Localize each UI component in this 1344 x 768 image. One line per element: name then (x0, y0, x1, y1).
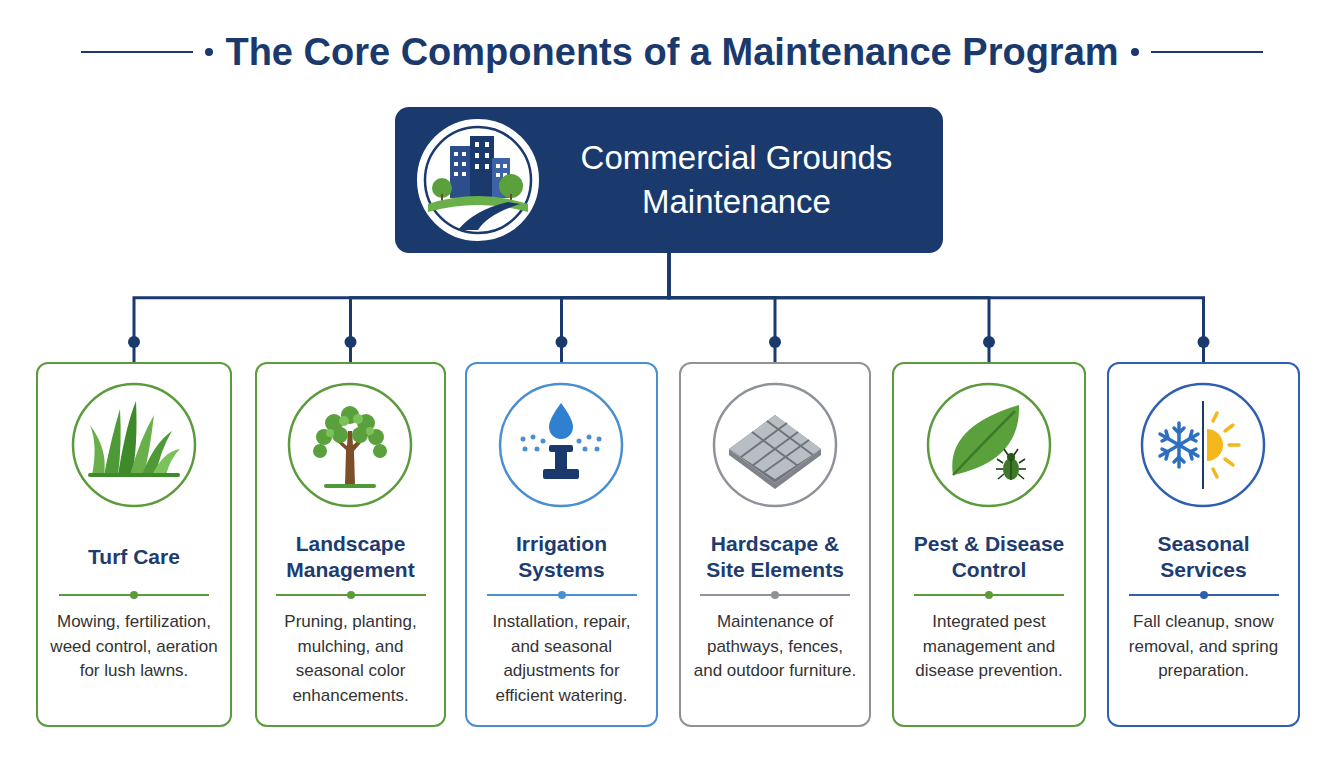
card-divider (59, 594, 209, 596)
connector-line (669, 253, 989, 362)
root-box: Commercial Grounds Maintenance (395, 107, 943, 253)
card-description: Integrated pest management and disease p… (904, 610, 1074, 684)
leaf-beetle-icon (928, 384, 1050, 506)
heading-area: Turf Care (48, 524, 220, 590)
card-description: Installation, repair, and seasonal adjus… (477, 610, 646, 709)
tree-connector (669, 253, 1210, 362)
divider-dot (347, 591, 355, 599)
connector-line (669, 253, 775, 362)
sprinkler-icon (500, 384, 622, 506)
heading-area: Hardscape & Site Elements (691, 524, 859, 590)
card-divider (914, 594, 1064, 596)
card-description: Pruning, planting, mulching, and seasona… (267, 610, 434, 709)
connector-line (351, 253, 670, 362)
divider-dot (130, 591, 138, 599)
component-card: Turf CareMowing, fertilization, weed con… (36, 362, 232, 727)
title-rule (81, 51, 193, 53)
component-card: Irrigation SystemsInstallation, repair, … (465, 362, 658, 727)
card-divider (276, 594, 426, 596)
divider-dot (771, 591, 779, 599)
snow-sun-icon (1142, 384, 1264, 506)
connector-dot (345, 336, 357, 348)
card-heading: Landscape Management (267, 531, 434, 582)
card-description: Mowing, fertilization, weed control, aer… (48, 610, 220, 684)
tree-icon (289, 384, 411, 506)
card-heading: Pest & Disease Control (904, 531, 1074, 582)
connector-dot (128, 336, 140, 348)
card-description: Maintenance of pathways, fences, and out… (691, 610, 859, 684)
card-heading: Seasonal Services (1119, 531, 1288, 582)
card-divider (1129, 594, 1279, 596)
pavers-icon (714, 384, 836, 506)
card-heading: Turf Care (88, 544, 180, 570)
title-dot (1131, 48, 1139, 56)
connector-dot (769, 336, 781, 348)
component-card: Landscape ManagementPruning, planting, m… (255, 362, 446, 727)
divider-dot (985, 591, 993, 599)
connector-line (134, 253, 669, 362)
root-label: Commercial Grounds Maintenance (567, 136, 907, 223)
heading-area: Landscape Management (267, 524, 434, 590)
connector-dot (556, 336, 568, 348)
building-icon (418, 120, 538, 240)
tree-connector (345, 253, 670, 362)
tree-connector (669, 253, 781, 362)
root-box-fill (395, 107, 943, 253)
divider-dot (558, 591, 566, 599)
component-card: Pest & Disease ControlIntegrated pest ma… (892, 362, 1086, 727)
card-heading: Irrigation Systems (477, 531, 646, 582)
grass-icon (73, 384, 195, 506)
component-card: Hardscape & Site ElementsMaintenance of … (679, 362, 871, 727)
connector-line (669, 253, 1204, 362)
heading-area: Irrigation Systems (477, 524, 646, 590)
component-card: Seasonal ServicesFall cleanup, snow remo… (1107, 362, 1300, 727)
connector-dot (983, 336, 995, 348)
tree-connector (128, 253, 669, 362)
title-row: The Core Components of a Maintenance Pro… (0, 22, 1344, 82)
card-divider (700, 594, 850, 596)
title-rule (1151, 51, 1263, 53)
diagram-title: The Core Components of a Maintenance Pro… (225, 31, 1118, 74)
connector-line (562, 253, 670, 362)
title-dot (205, 48, 213, 56)
heading-area: Seasonal Services (1119, 524, 1288, 590)
connector-dot (1198, 336, 1210, 348)
tree-connector (669, 253, 995, 362)
card-divider (487, 594, 637, 596)
card-description: Fall cleanup, snow removal, and spring p… (1119, 610, 1288, 684)
card-heading: Hardscape & Site Elements (691, 531, 859, 582)
tree-connector (556, 253, 670, 362)
divider-dot (1200, 591, 1208, 599)
heading-area: Pest & Disease Control (904, 524, 1074, 590)
